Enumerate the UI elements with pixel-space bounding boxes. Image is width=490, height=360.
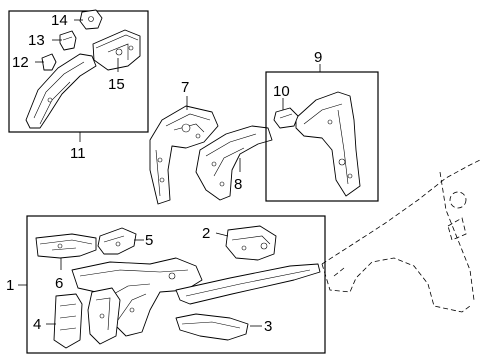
fender-outline <box>321 159 481 313</box>
callout-6: 6 <box>55 275 63 292</box>
callout-2: 2 <box>202 225 210 242</box>
part-14-clip[interactable] <box>79 9 103 30</box>
front-structure-assembly <box>71 257 321 345</box>
callout-9: 9 <box>314 49 322 66</box>
part-8-wheelhouse-panel[interactable] <box>195 125 273 201</box>
part-4-bracket[interactable] <box>53 293 83 349</box>
part-6-frame-rail[interactable] <box>35 233 97 259</box>
part-15-rail-bracket[interactable] <box>92 29 141 71</box>
group-11-upper-rail <box>25 53 97 129</box>
callout-15: 15 <box>108 76 125 93</box>
part-10-bracket[interactable] <box>273 107 299 129</box>
callout-8: 8 <box>234 176 242 193</box>
callout-13: 13 <box>28 32 45 49</box>
group-box-11 <box>8 10 149 133</box>
part-3-extension[interactable] <box>175 313 249 341</box>
callout-7: 7 <box>181 79 189 96</box>
group-box-1 <box>26 215 326 354</box>
part-9-hinge-pillar[interactable] <box>295 91 361 197</box>
callout-14: 14 <box>51 12 68 29</box>
callout-11: 11 <box>70 145 86 162</box>
callout-12: 12 <box>12 54 29 71</box>
callout-5: 5 <box>145 232 153 249</box>
callout-3: 3 <box>264 318 272 335</box>
callout-4: 4 <box>33 316 41 333</box>
part-13-bracket[interactable] <box>59 30 77 51</box>
callout-1: 1 <box>6 277 14 294</box>
part-7-shock-tower[interactable] <box>149 105 219 205</box>
callout-10: 10 <box>273 83 290 100</box>
part-2-reinforcement[interactable] <box>225 225 277 261</box>
group-box-9 <box>265 71 379 202</box>
part-12-plate[interactable] <box>41 53 57 71</box>
part-5-bracket[interactable] <box>97 227 137 255</box>
